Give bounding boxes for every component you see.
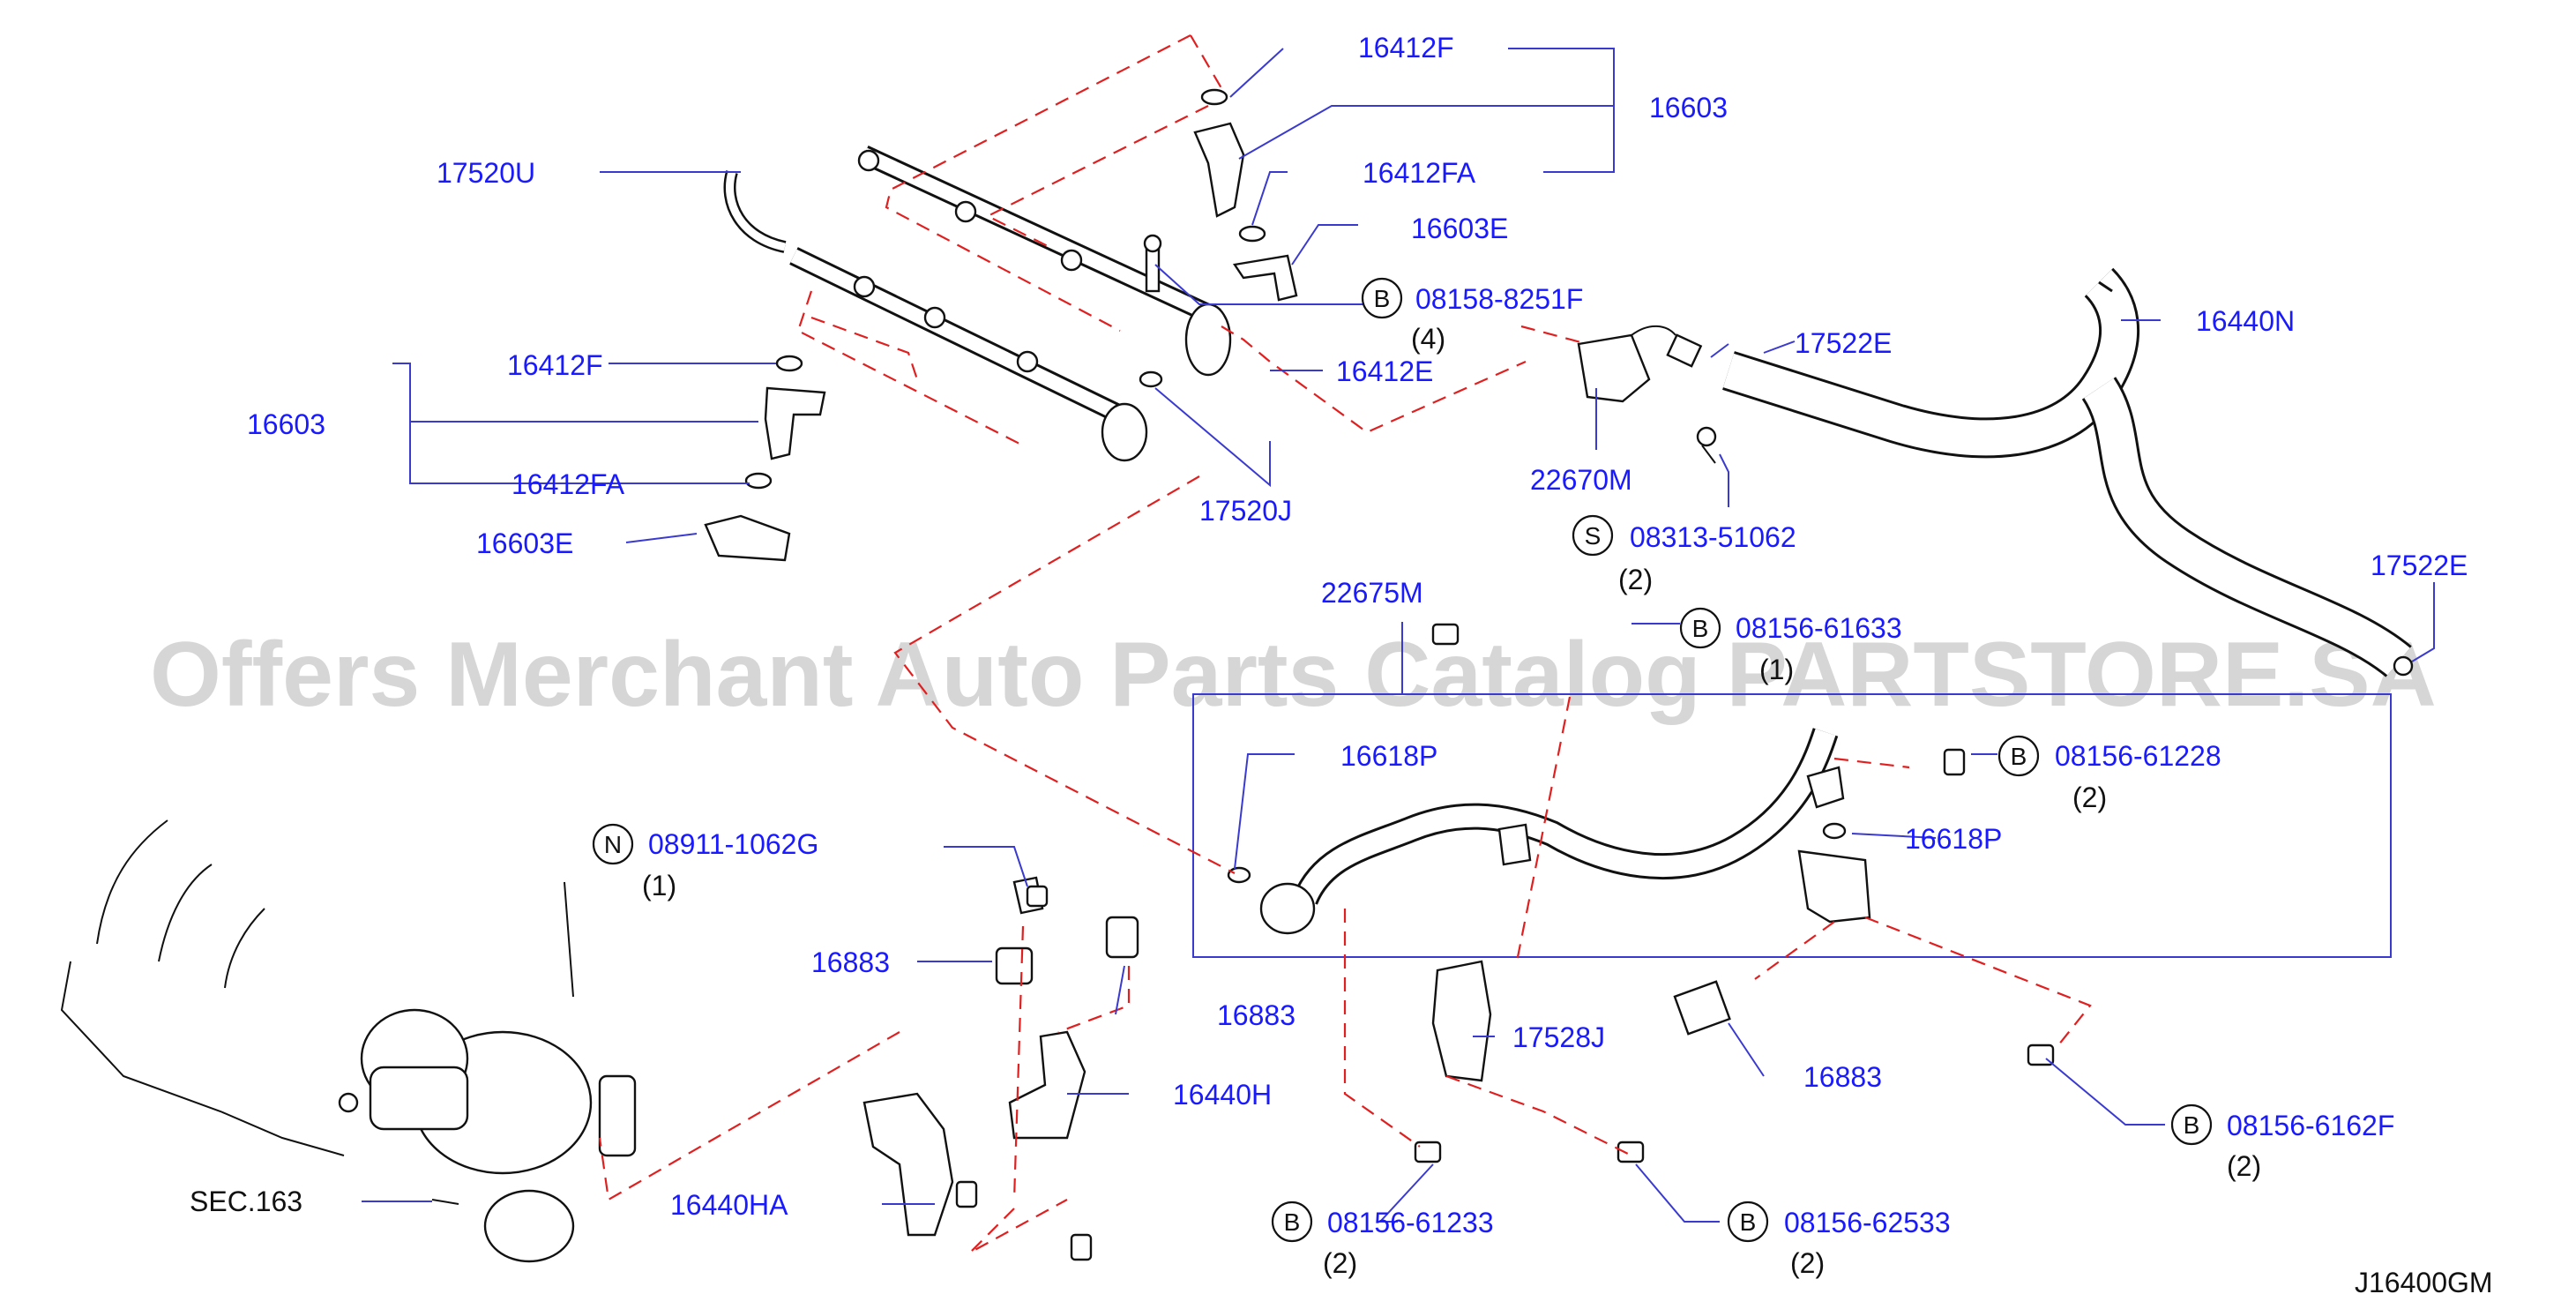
part-label-08158-8251F[interactable]: 08158-8251F — [1415, 283, 1583, 315]
part-label-17528J[interactable]: 17528J — [1512, 1021, 1605, 1053]
part-qty: (1) — [1759, 654, 1794, 685]
part-label-16440N[interactable]: 16440N — [2196, 305, 2295, 337]
part-label-17522E-right[interactable]: 17522E — [2371, 550, 2468, 581]
part-label-08156-6162F[interactable]: 08156-6162F — [2227, 1110, 2394, 1141]
part-labels: 16412F 16603 16412FA 16603E 17520U 08158… — [190, 32, 2493, 1298]
part-label-16412FA[interactable]: 16412FA — [1363, 157, 1476, 189]
part-label-16603E[interactable]: 16603E — [1411, 213, 1508, 244]
part-label-16440H[interactable]: 16440H — [1173, 1079, 1272, 1111]
part-label-08156-61233[interactable]: 08156-61233 — [1327, 1207, 1494, 1238]
part-label-16883-mid[interactable]: 16883 — [1217, 999, 1295, 1031]
part-label-08313-51062[interactable]: 08313-51062 — [1630, 521, 1796, 553]
part-label-16618P-left[interactable]: 16618P — [1340, 740, 1437, 772]
circle-code-b: B — [2184, 1111, 2200, 1139]
circle-code-s: S — [1585, 522, 1602, 550]
diagram-code: J16400GM — [2355, 1267, 2493, 1298]
part-qty: (2) — [1323, 1247, 1357, 1279]
circle-code-b: B — [1374, 285, 1391, 312]
part-label-08156-61228[interactable]: 08156-61228 — [2055, 740, 2221, 772]
part-label-16603E-left[interactable]: 16603E — [476, 527, 573, 559]
part-qty: (2) — [1790, 1247, 1825, 1279]
circle-code-b: B — [1284, 1208, 1301, 1236]
subassembly-box-22675M — [1192, 693, 2392, 958]
part-label-17520U[interactable]: 17520U — [437, 157, 535, 189]
fuel-hose-22675M — [1227, 728, 1871, 1036]
part-qty: (4) — [1411, 323, 1445, 355]
leader-lines — [362, 48, 2435, 1223]
part-qty: (2) — [2227, 1150, 2261, 1182]
part-qty: (2) — [1618, 564, 1653, 595]
part-label-22670M[interactable]: 22670M — [1530, 464, 1632, 496]
throttle-body-sketch — [60, 819, 637, 1263]
pressure-regulator — [1577, 325, 1717, 464]
part-label-16412E[interactable]: 16412E — [1336, 355, 1433, 387]
dashed-reference-lines — [598, 34, 2092, 1253]
part-label-16603[interactable]: 16603 — [1649, 92, 1728, 123]
circle-code-b: B — [1740, 1208, 1757, 1236]
part-label-16412F[interactable]: 16412F — [1358, 32, 1454, 64]
circle-codes: B S B B N B B B — [592, 277, 2213, 1243]
part-label-08911-1062G[interactable]: 08911-1062G — [648, 828, 818, 860]
circle-code-b: B — [2011, 743, 2027, 770]
part-label-16412FA-left[interactable]: 16412FA — [511, 468, 625, 500]
part-label-16883-left[interactable]: 16883 — [811, 946, 890, 978]
circle-code-n: N — [604, 831, 622, 858]
part-qty: (1) — [642, 870, 676, 901]
part-label-22675M[interactable]: 22675M — [1321, 577, 1423, 609]
part-label-16618P-right[interactable]: 16618P — [1905, 823, 2002, 855]
injector-top — [1193, 88, 1298, 302]
brackets-lower — [862, 623, 2055, 1261]
circle-code-b: B — [1692, 615, 1709, 642]
fuel-rail-assembly — [723, 125, 1232, 462]
part-label-16883-right[interactable]: 16883 — [1803, 1061, 1882, 1093]
part-qty: (2) — [2072, 782, 2107, 813]
part-label-16440HA[interactable]: 16440HA — [670, 1189, 788, 1221]
part-label-17520J[interactable]: 17520J — [1199, 495, 1292, 527]
watermark: Offers Merchant Auto Parts Catalog PARTS… — [150, 624, 2437, 726]
part-label-08156-62533[interactable]: 08156-62533 — [1784, 1207, 1951, 1238]
section-reference[interactable]: SEC.163 — [190, 1186, 302, 1217]
injector-left — [704, 355, 1163, 562]
fuel-hose-16440N — [1722, 267, 2414, 678]
part-label-08156-61633[interactable]: 08156-61633 — [1736, 612, 1902, 644]
part-label-16412F-left[interactable]: 16412F — [507, 349, 603, 381]
part-label-16603-left[interactable]: 16603 — [247, 408, 325, 440]
part-label-17522E[interactable]: 17522E — [1795, 327, 1892, 359]
